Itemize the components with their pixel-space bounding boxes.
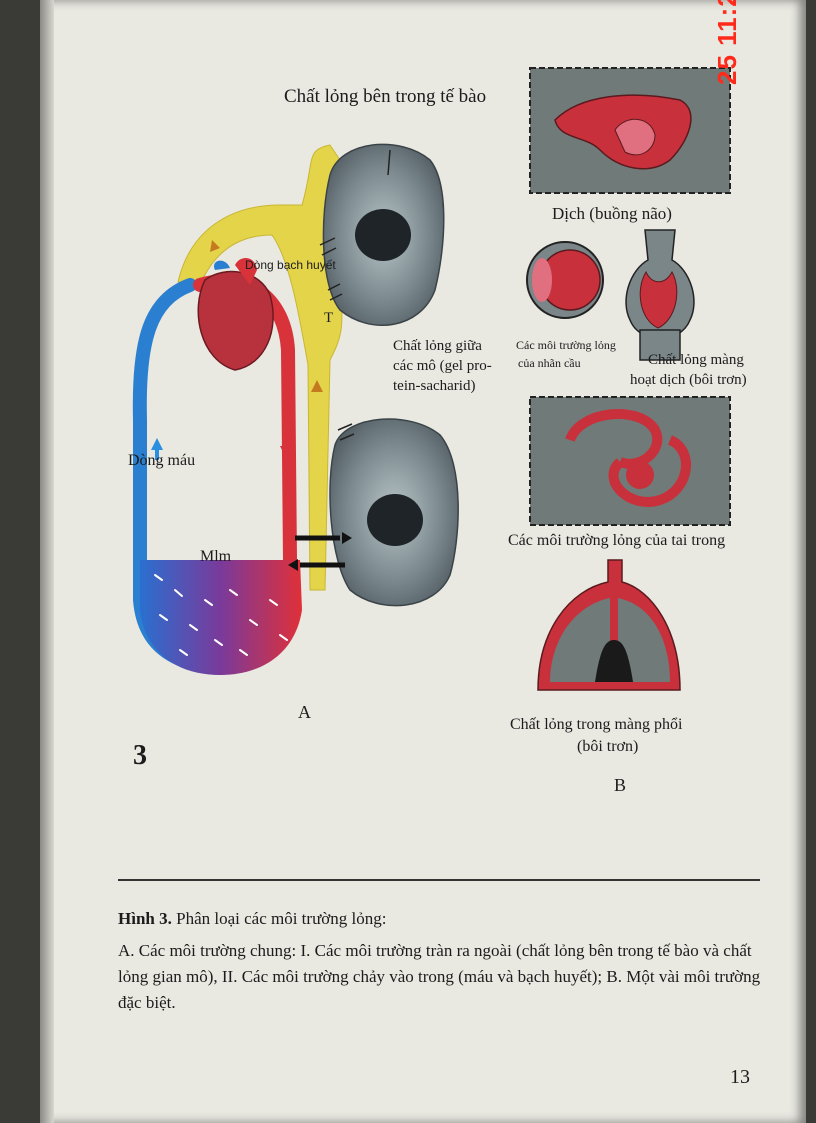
arrow-down-red bbox=[280, 436, 292, 458]
exchange-arrows bbox=[295, 535, 345, 568]
label-synovial-1: Chất lỏng màng bbox=[648, 352, 744, 368]
label-eye-1: Các môi trường lỏng bbox=[516, 338, 616, 352]
capillary-dashes bbox=[154, 574, 288, 656]
book-page: Chất lỏng bên trong tế bào Dòng bạch huy… bbox=[40, 0, 806, 1123]
label-lymph-flow: Dòng bạch huyết bbox=[245, 258, 336, 272]
label-t-marker: T bbox=[324, 310, 334, 326]
figure-caption: Hình 3. Phân loại các môi trường lỏng: A… bbox=[118, 906, 762, 1022]
caption-title-bold: Hình 3. bbox=[118, 909, 172, 928]
page-binding-edge bbox=[40, 0, 54, 1123]
timestamp-overlay: 25 11:21 AM bbox=[712, 0, 742, 85]
page-number: 13 bbox=[730, 1066, 750, 1088]
label-blood-flow: Dòng máu bbox=[128, 452, 196, 469]
label-synovial-2: hoạt dịch (bôi trơn) bbox=[630, 372, 747, 388]
cell-bottom bbox=[329, 418, 459, 607]
panel-eye bbox=[526, 241, 604, 319]
label-capillary: Mlm bbox=[200, 548, 232, 565]
caption-title: Hình 3. Phân loại các môi trường lỏng: bbox=[118, 906, 762, 932]
arrow-up-blue bbox=[151, 438, 163, 460]
label-eye-2: của nhãn cầu bbox=[518, 356, 581, 370]
panel-lungs bbox=[537, 559, 681, 691]
arrow-lymph-1 bbox=[210, 240, 220, 252]
label-pleural-1: Chất lỏng trong màng phổi bbox=[510, 716, 683, 733]
label-interstitial-1: Chất lỏng giữa bbox=[393, 338, 482, 354]
capillary-bed bbox=[140, 560, 302, 675]
figure-number: 3 bbox=[133, 740, 147, 771]
small-arrows bbox=[319, 237, 355, 441]
label-interstitial-2: các mô (gel pro- bbox=[393, 358, 492, 374]
panel-csf bbox=[529, 67, 731, 194]
panel-joint bbox=[625, 229, 695, 361]
label-csf: Dịch (buồng não) bbox=[552, 204, 672, 223]
arrow-lymph-2 bbox=[311, 380, 323, 392]
label-inner-ear: Các môi trường lỏng của tai trong bbox=[508, 532, 726, 549]
caption-divider bbox=[118, 879, 760, 881]
label-panel-a: A bbox=[298, 702, 311, 722]
panel-inner-ear bbox=[529, 396, 731, 526]
lymph-vessel bbox=[177, 144, 343, 591]
heart bbox=[197, 258, 274, 371]
caption-title-rest: Phân loại các môi trường lỏng: bbox=[171, 909, 387, 928]
cell-top bbox=[322, 143, 445, 327]
label-panel-b: B bbox=[614, 775, 627, 795]
figure-illustration bbox=[132, 67, 731, 691]
label-interstitial-3: tein-sacharid) bbox=[393, 378, 476, 394]
caption-body: A. Các môi trường chung: I. Các môi trườ… bbox=[118, 941, 761, 1012]
label-intracellular: Chất lỏng bên trong tế bào bbox=[284, 86, 487, 107]
label-pleural-2: (bôi trơn) bbox=[577, 738, 639, 755]
